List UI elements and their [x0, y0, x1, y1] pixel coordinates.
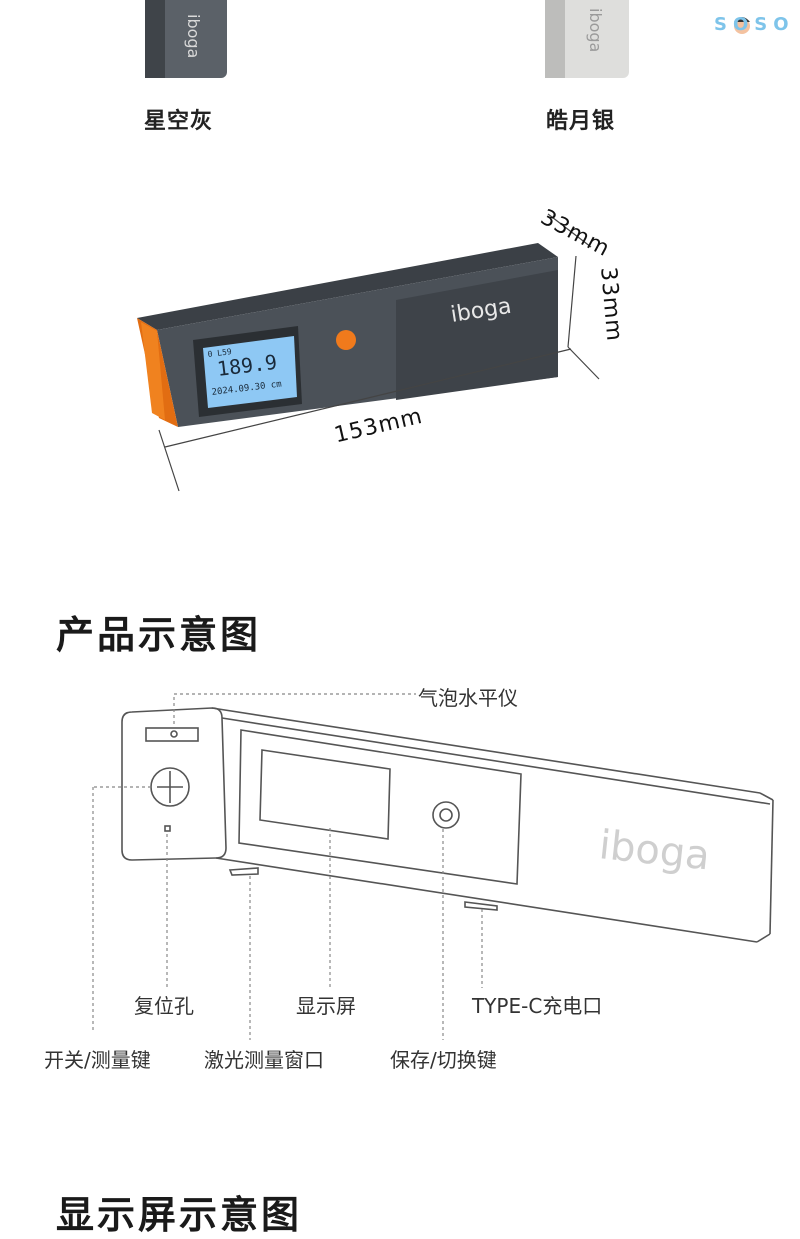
callout-reset-hole: 复位孔 — [134, 994, 194, 1018]
device-dimension-illustration: 189.9 2024.09.30 cm 0 L59 iboga — [137, 213, 600, 492]
watermark-logo — [734, 17, 750, 34]
product-line-drawing — [121, 707, 774, 943]
callout-display: 显示屏 — [296, 994, 356, 1018]
device-gray-variant: iboga — [145, 0, 227, 78]
section-title-display: 显示屏示意图 — [56, 1193, 303, 1237]
callout-power-button: 开关/测量键 — [44, 1048, 151, 1072]
drawing-logo: iboga — [597, 822, 712, 879]
svg-text:iboga: iboga — [184, 14, 203, 58]
callout-bubble-level: 气泡水平仪 — [418, 686, 518, 710]
svg-text:0 L59: 0 L59 — [207, 347, 232, 359]
callout-leader-lines — [92, 693, 483, 1040]
device-silver-variant: iboga — [545, 0, 629, 78]
variant-label-silver: 皓月银 — [546, 109, 616, 134]
svg-text:iboga: iboga — [586, 8, 605, 52]
callout-laser-window: 激光测量窗口 — [204, 1048, 324, 1072]
callout-type-c: TYPE-C充电口 — [472, 994, 603, 1018]
section-title-diagram: 产品示意图 — [56, 613, 262, 657]
callout-save-switch: 保存/切换键 — [390, 1048, 497, 1072]
watermark-text: SOSO — [714, 14, 795, 35]
variant-label-gray: 星空灰 — [144, 109, 214, 134]
